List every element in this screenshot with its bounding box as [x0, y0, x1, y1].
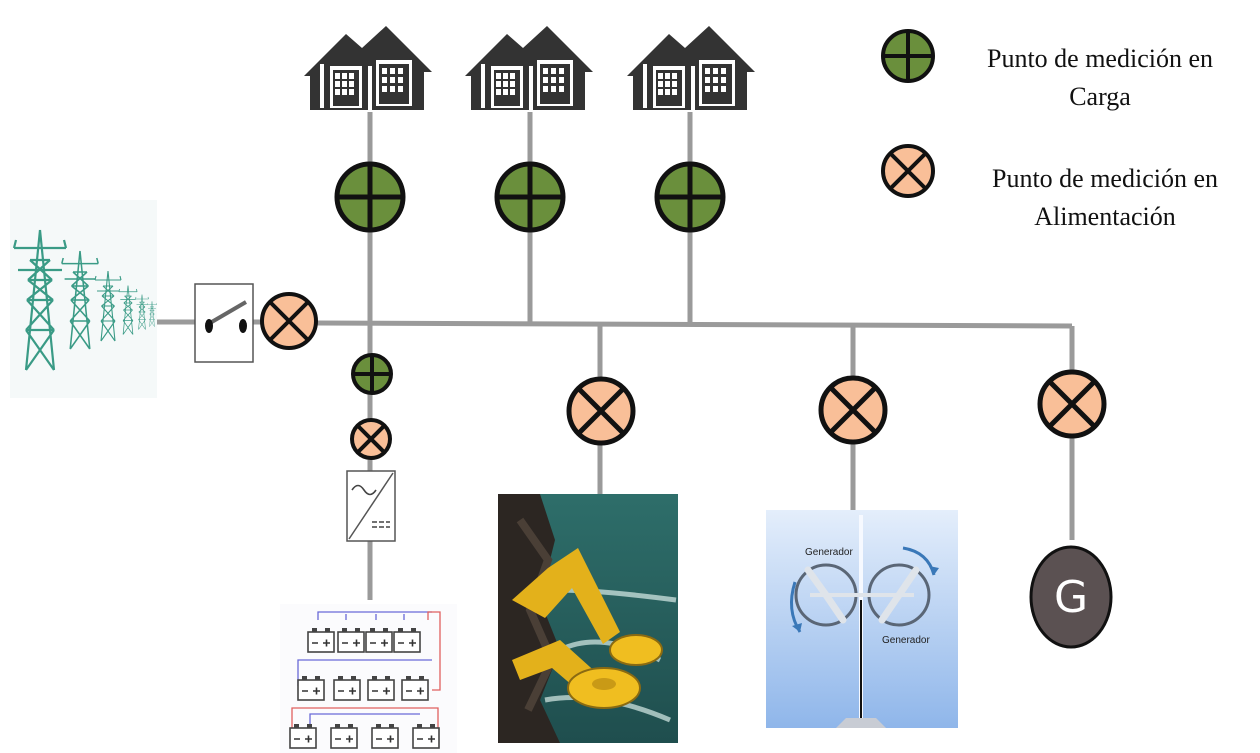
orange-cross-circle-icon [881, 144, 935, 198]
generator-icon: G [1029, 545, 1113, 649]
green-plus-circle-icon [881, 29, 935, 83]
load-measurement-point [494, 161, 566, 233]
legend-supply-text: Punto de medición en Alimentación [955, 160, 1255, 236]
legend-supply-line1: Punto de medición en [991, 164, 1218, 193]
generator-supply-measurement-point [1037, 369, 1107, 439]
breaker-switch [194, 283, 254, 363]
house-icon [627, 26, 755, 110]
storage-load-measurement-point [351, 353, 393, 395]
house-icon [304, 26, 432, 110]
legend-load-line1: Punto de medición en [986, 44, 1213, 73]
load-measurement-point [334, 161, 406, 233]
turbine-supply-measurement-point [818, 375, 888, 445]
battery-bank-icon [280, 604, 457, 753]
storage-supply-measurement-point [350, 418, 392, 460]
load-measurement-point [654, 161, 726, 233]
turbine-label-bottom: Generador [882, 635, 930, 646]
wave-energy-converter-image [498, 494, 678, 743]
legend-load-text: Punto de medición en Carga [950, 40, 1250, 116]
inverter-icon [346, 470, 396, 542]
wave-supply-measurement-point [566, 376, 636, 446]
generator-label: G [1054, 572, 1088, 623]
wind-turbine-image: Generador Generador [766, 510, 958, 728]
transmission-towers [10, 200, 157, 398]
grid-supply-measurement-point [260, 292, 318, 350]
house-icon [465, 26, 593, 110]
legend-supply-line2: Alimentación [1034, 202, 1176, 231]
legend-load-line2: Carga [1069, 82, 1131, 111]
main-bus [315, 320, 1073, 329]
turbine-label-top: Generador [805, 547, 853, 558]
